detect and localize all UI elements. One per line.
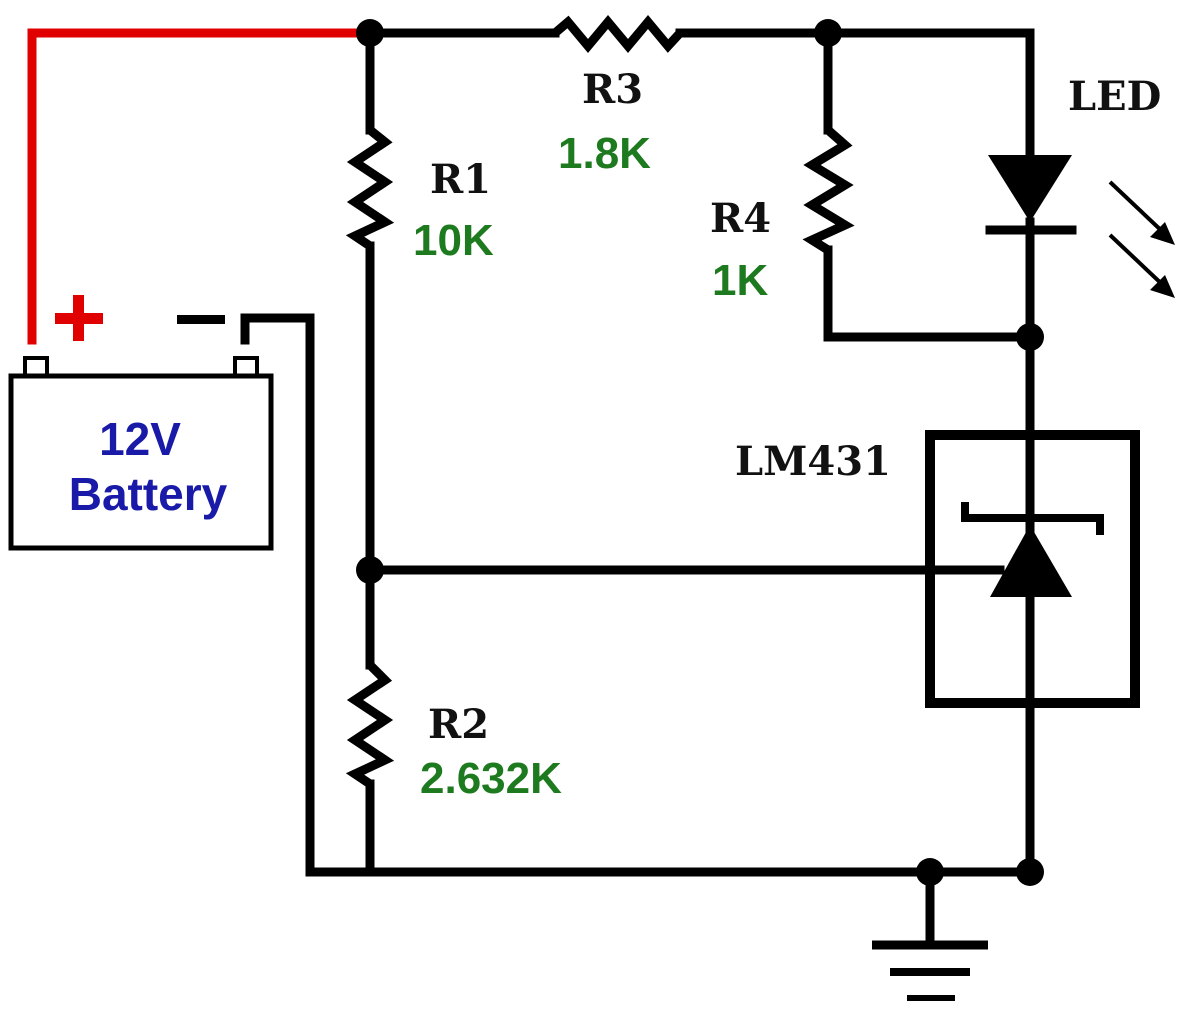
junction-dot [356,19,384,47]
battery-minus-icon [177,315,225,324]
r3-value-label: 1.8K [558,129,651,178]
junction-dot [356,556,384,584]
r1-ref-label: R1 [430,156,491,203]
r4-value-label: 1K [712,256,768,305]
led-diode-triangle [988,155,1072,222]
battery-voltage-label: 12V [99,413,181,465]
resistor-r4 [802,125,855,255]
r2-value-label: 2.632K [420,754,562,803]
top-rail-right [675,28,1035,160]
r2-ref-label: R2 [428,701,489,748]
resistor-r3 [550,14,685,54]
resistor-r2 [345,660,395,789]
ground-icon [872,867,988,1001]
battery: 12V Battery [8,356,274,551]
junction-dot [916,858,944,886]
led-light-arrows-icon [1108,180,1175,298]
positive-wire [27,28,375,345]
battery-negative-terminal [233,356,259,378]
r3-ref-label: R3 [582,66,643,113]
lm431-anode-triangle [990,525,1072,597]
r4-lead-bottom [823,245,1035,342]
battery-positive-terminal [23,356,49,378]
ground-rail [240,313,1035,877]
lm431-cathode-bar [961,502,1104,535]
battery-body [8,373,274,551]
r4-ref-label: R4 [710,195,771,242]
lm431-label: LM431 [735,438,891,485]
battery-name-label: Battery [69,468,228,520]
junction-dot [1016,323,1044,351]
battery-plus-icon [55,295,103,341]
led-label: LED [1068,73,1161,120]
r1-value-label: 10K [413,216,494,265]
resistor-r1 [345,125,395,251]
junction-dot [814,19,842,47]
junction-dot [1016,858,1044,886]
